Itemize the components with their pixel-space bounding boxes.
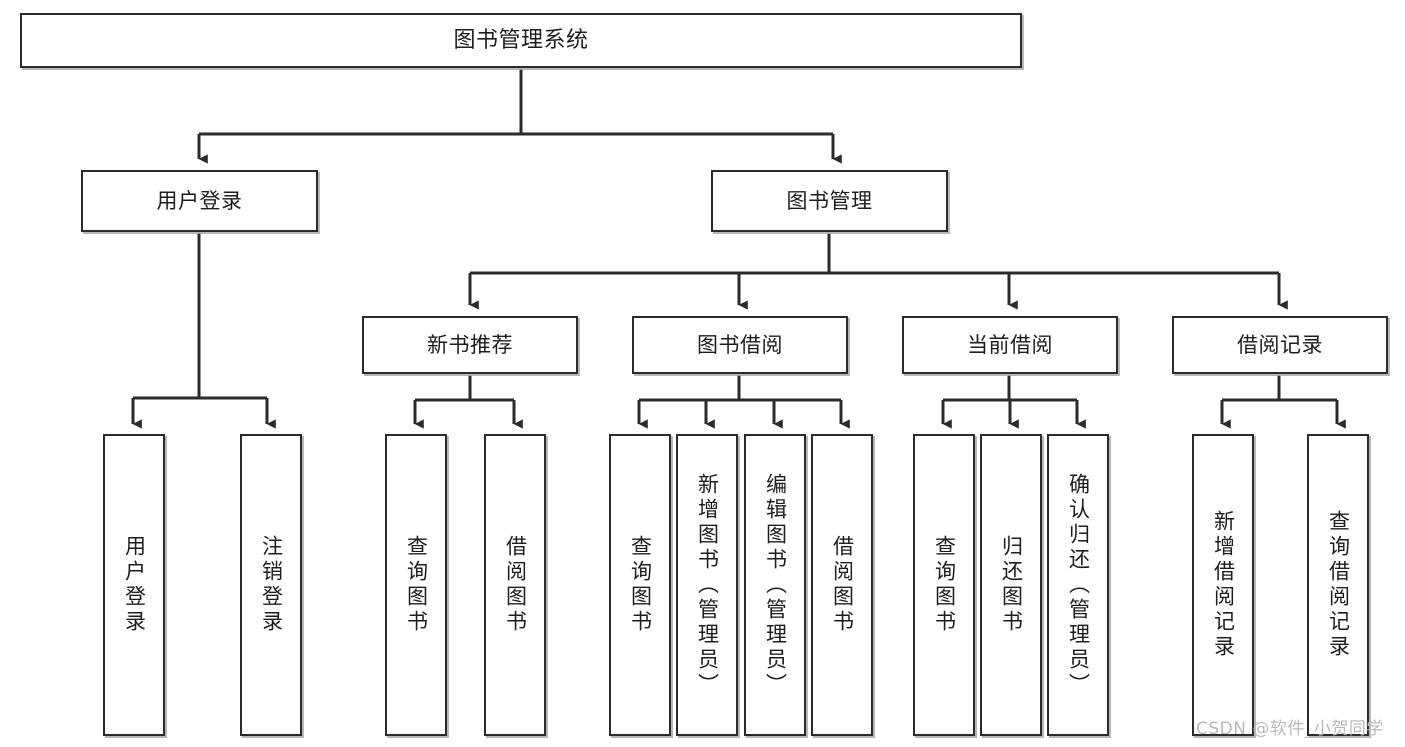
node-root-system[interactable]: 图书管理系统 [20,13,1022,68]
node-label: 注销登录 [259,535,284,635]
node-label: 借阅图书 [830,535,855,635]
node-label: 新增图书（管理员） [695,472,720,698]
leaf-borrow-add-book-admin[interactable]: 新增图书（管理员） [676,434,738,736]
node-new-book-recommend[interactable]: 新书推荐 [362,316,578,374]
leaf-borrow-query-book[interactable]: 查询图书 [609,434,671,736]
node-book-management[interactable]: 图书管理 [711,170,948,232]
node-label: 用户登录 [122,535,147,635]
node-label: 查询图书 [932,535,957,635]
leaf-current-confirm-return-admin[interactable]: 确认归还（管理员） [1047,434,1109,736]
node-label: 当前借阅 [967,332,1053,357]
node-label: 查询图书 [628,535,653,635]
watermark: CSDN @软件_小贺同学 [1196,719,1384,739]
node-label: 图书管理 [786,188,873,213]
node-label: 确认归还（管理员） [1066,472,1091,698]
leaf-current-query-book[interactable]: 查询图书 [913,434,975,736]
leaf-recommend-query-book[interactable]: 查询图书 [385,434,447,736]
node-label: 用户登录 [156,188,243,213]
leaf-current-return-book[interactable]: 归还图书 [980,434,1042,736]
node-user-login[interactable]: 用户登录 [81,170,318,232]
node-label: 借阅记录 [1237,332,1323,357]
leaf-borrow-edit-book-admin[interactable]: 编辑图书（管理员） [744,434,806,736]
node-label: 查询借阅记录 [1326,510,1351,660]
node-label: 查询图书 [404,535,429,635]
leaf-user-login-logout[interactable]: 注销登录 [240,434,302,736]
node-label: 编辑图书（管理员） [763,472,788,698]
node-borrow-record[interactable]: 借阅记录 [1172,316,1388,374]
leaf-recommend-borrow-book[interactable]: 借阅图书 [484,434,546,736]
node-label: 新书推荐 [427,332,513,357]
leaf-borrow-borrow-book[interactable]: 借阅图书 [811,434,873,736]
node-label: 新增借阅记录 [1211,510,1236,660]
node-book-borrow[interactable]: 图书借阅 [632,316,848,374]
leaf-record-add-record[interactable]: 新增借阅记录 [1192,434,1254,736]
node-current-borrow[interactable]: 当前借阅 [902,316,1118,374]
leaf-user-login-login[interactable]: 用户登录 [103,434,165,736]
leaf-record-query-record[interactable]: 查询借阅记录 [1307,434,1369,736]
node-label: 借阅图书 [503,535,528,635]
node-label: 归还图书 [999,535,1024,635]
node-label: 图书管理系统 [453,27,589,53]
node-label: 图书借阅 [697,332,783,357]
